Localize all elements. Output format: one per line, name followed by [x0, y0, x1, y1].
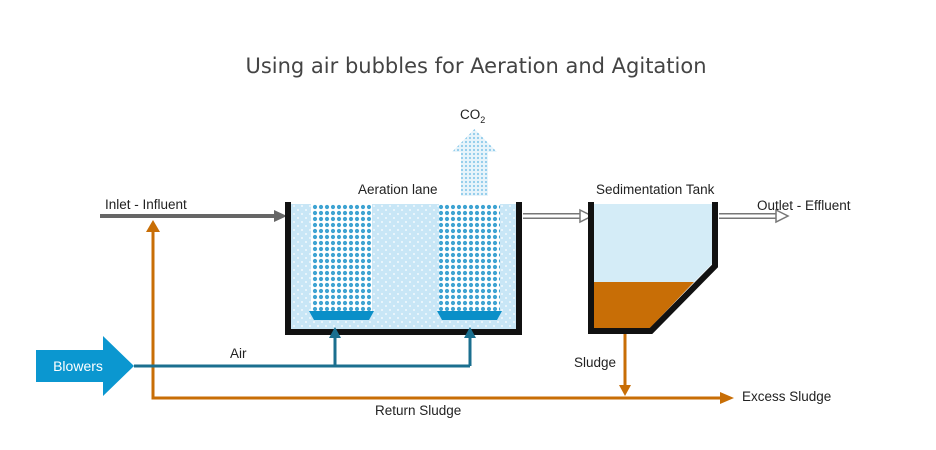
- diffuser-left: [309, 311, 374, 320]
- inlet-label: Inlet - Influent: [105, 197, 187, 212]
- sedimentation-tank-label: Sedimentation Tank: [596, 182, 715, 197]
- excess-sludge-label: Excess Sludge: [742, 389, 831, 404]
- outlet-pipe: [719, 208, 790, 224]
- diffuser-right: [437, 311, 502, 320]
- diagram-title: Using air bubbles for Aeration and Agita…: [245, 54, 706, 78]
- settled-sludge: [594, 282, 694, 328]
- diffuser-plume-left: [311, 204, 372, 312]
- blowers-arrow: [36, 336, 134, 396]
- transfer-pipe: [523, 208, 594, 224]
- co2-label: CO2: [460, 107, 485, 125]
- sedimentation-tank-walls: [588, 202, 718, 334]
- aeration-lane-label: Aeration lane: [358, 182, 438, 197]
- sludge-drain-arrowhead: [619, 385, 631, 396]
- influent-arrowhead: [274, 210, 287, 222]
- aeration-tank-walls: [285, 202, 522, 335]
- sedimentation-water: [594, 204, 712, 282]
- return-sludge-label: Return Sludge: [375, 403, 461, 418]
- air-line: [134, 336, 472, 368]
- sludge-label: Sludge: [574, 355, 616, 370]
- diffuser-plume-right: [439, 204, 500, 312]
- air-arrowhead-left: [329, 327, 341, 338]
- blowers-label: Blowers: [53, 358, 103, 374]
- co2-arrow: [452, 129, 497, 196]
- return-sludge-arrowhead: [146, 220, 160, 232]
- air-arrowhead-right: [464, 327, 476, 338]
- air-label: Air: [230, 346, 247, 361]
- excess-sludge-arrowhead: [720, 392, 734, 404]
- return-sludge-line: [151, 228, 724, 400]
- outlet-label: Outlet - Effluent: [757, 198, 851, 213]
